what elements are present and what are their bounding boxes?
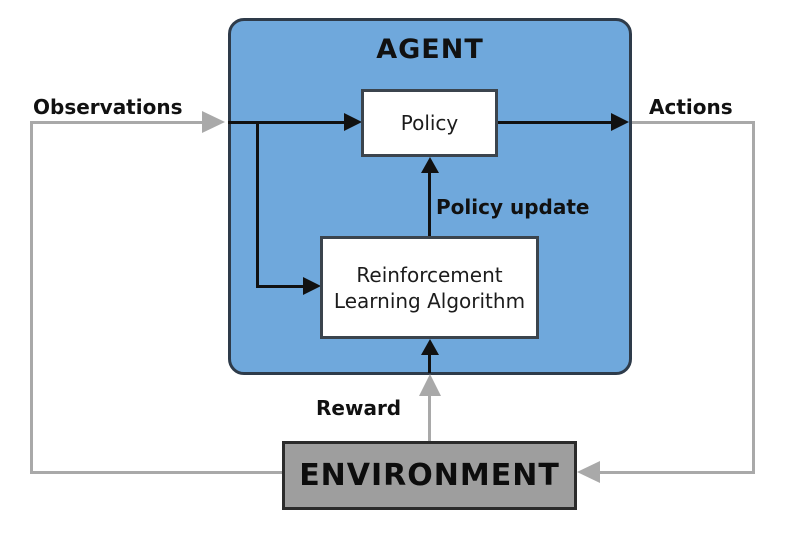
agent-title: AGENT [376,34,484,65]
actions-label: Actions [649,95,733,119]
right-feedback-line-vertical [752,121,755,474]
branch-line-vertical [256,121,259,288]
observations-arrowhead-icon [202,111,225,133]
reward-gray-arrowhead-icon [419,374,441,396]
left-feedback-line-vertical [30,121,33,474]
observations-line [30,121,202,124]
policy-arrowhead-icon [344,113,362,131]
branch-line-horizontal [256,285,303,288]
rl-algorithm-arrowhead-icon [303,277,321,295]
observations-label: Observations [33,95,183,119]
policy-update-arrowhead-icon [421,157,439,173]
observation-to-policy-line [228,121,345,124]
reward-line-black [428,352,431,373]
policy-update-label: Policy update [436,195,590,219]
policy-label: Policy [400,111,459,135]
reward-label: Reward [316,396,402,420]
policy-to-actions-line [498,121,612,124]
environment-label: ENVIRONMENT [299,458,560,493]
rl-algorithm-label: Reinforcement Learning Algorithm [333,262,526,313]
environment-arrowhead-icon [577,461,600,483]
policy-box: Policy [361,89,498,157]
rl-algorithm-box: Reinforcement Learning Algorithm [320,236,539,339]
policy-update-line [428,170,431,236]
actions-line-horizontal [632,121,755,124]
reward-line-gray [428,392,431,441]
left-feedback-line-bottom [30,471,283,474]
actions-arrowhead-icon [611,113,629,131]
environment-box: ENVIRONMENT [282,441,577,510]
right-feedback-line-bottom [600,471,755,474]
reward-black-arrowhead-icon [421,339,439,355]
